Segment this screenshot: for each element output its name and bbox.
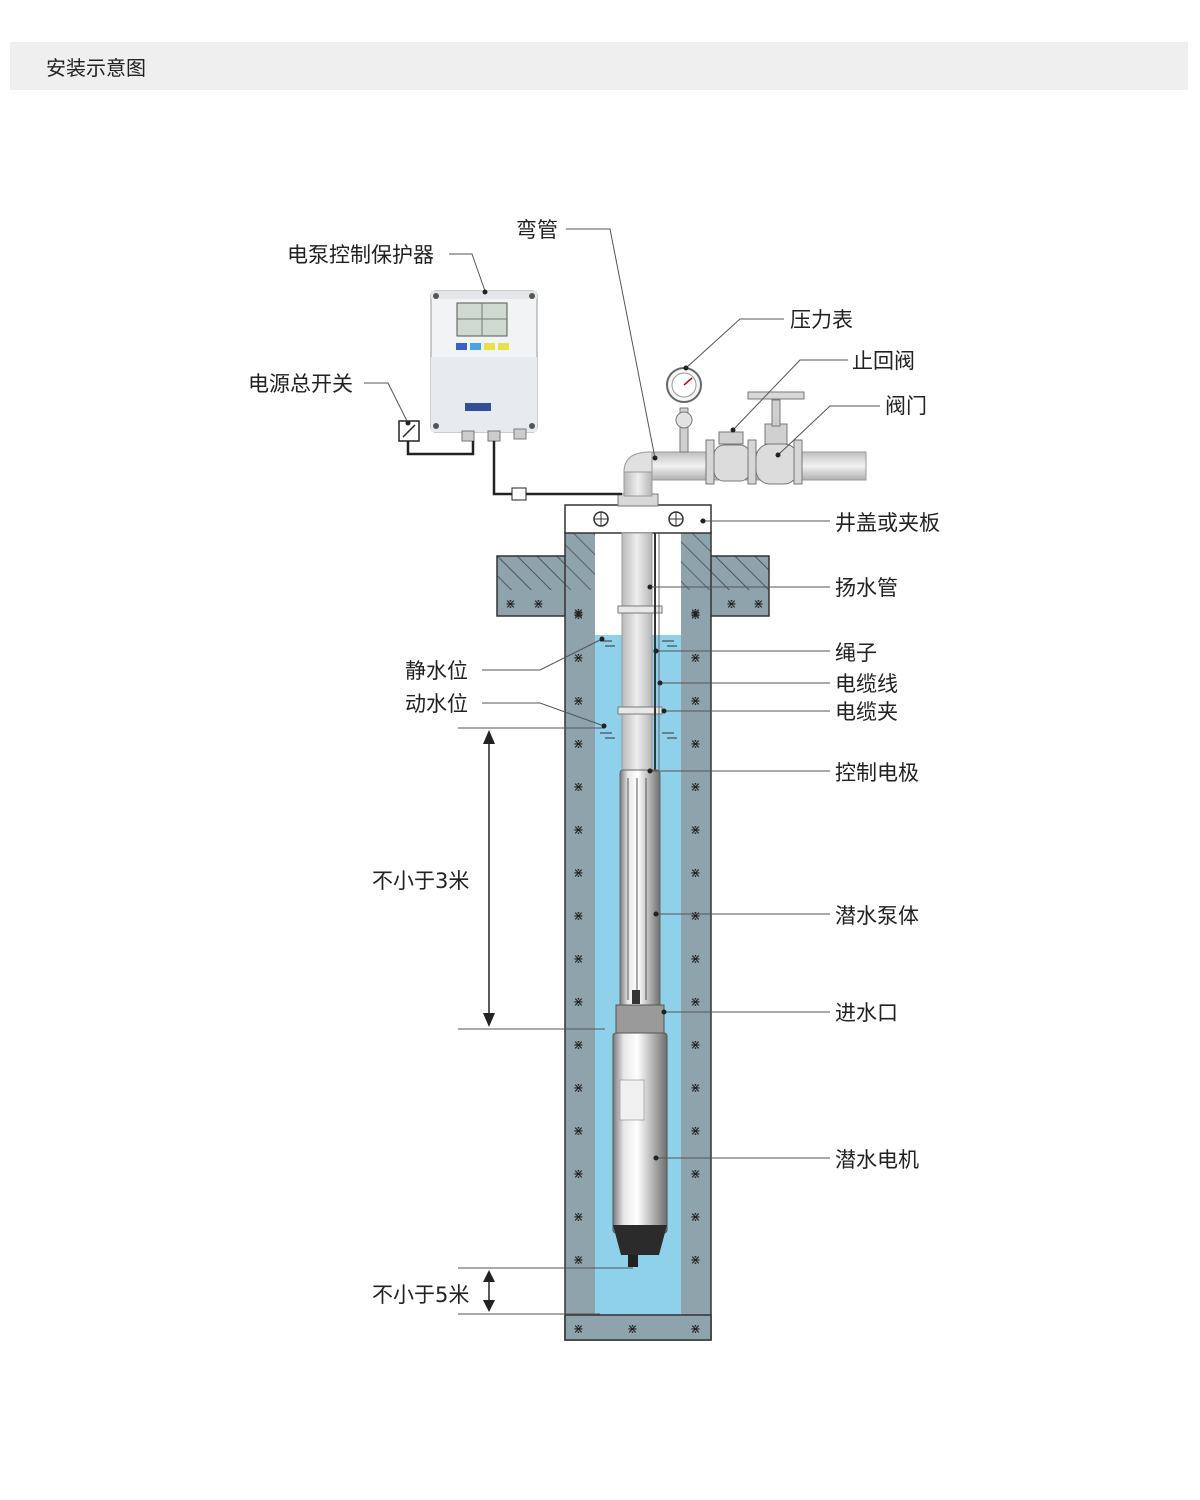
hatch-mark: ⋇ [690, 737, 701, 752]
hatch-mark: ⋇ [573, 780, 584, 795]
hatch-mark: ⋇ [505, 597, 516, 612]
label-gauge: 压力表 [790, 308, 853, 332]
label-min-depth-5m: 不小于5米 [372, 1283, 469, 1307]
diagram-labels: 弯管 电泵控制保护器 压力表 止回阀 电源总开关 阀门 井盖或夹板 扬水管 绳子… [248, 218, 940, 1307]
hatch-mark: ⋇ [573, 866, 584, 881]
hatch-mark: ⋇ [690, 995, 701, 1010]
concrete-hatch-marks: ⋇⋇⋇⋇⋇⋇⋇⋇⋇⋇⋇⋇⋇⋇⋇⋇⋇⋇⋇⋇⋇⋇⋇⋇⋇⋇⋇⋇⋇⋇⋇⋇⋇⋇⋇⋇⋇⋇⋇⋇… [505, 597, 764, 1337]
hatch-mark: ⋇ [627, 1322, 638, 1337]
section-title: 安装示意图 [46, 56, 146, 80]
hatch-mark: ⋇ [690, 1322, 701, 1337]
hatch-mark: ⋇ [690, 866, 701, 881]
cable-connector [511, 487, 527, 501]
hatch-mark: ⋇ [690, 651, 701, 666]
hatch-mark: ⋇ [690, 909, 701, 924]
hatch-mark: ⋇ [690, 952, 701, 967]
hatch-mark: ⋇ [726, 597, 737, 612]
hatch-mark: ⋇ [690, 694, 701, 709]
hatch-mark: ⋇ [573, 694, 584, 709]
pump-controller-box [430, 290, 538, 442]
hatch-mark: ⋇ [573, 606, 584, 621]
hatch-mark: ⋇ [690, 1210, 701, 1225]
label-motor: 潜水电机 [835, 1148, 919, 1172]
hatch-mark: ⋇ [690, 1253, 701, 1268]
water-ripples [600, 640, 677, 739]
hatch-mark: ⋇ [690, 1167, 701, 1182]
label-controller: 电泵控制保护器 [287, 243, 434, 267]
hatch-mark: ⋇ [533, 597, 544, 612]
label-control-electrode: 控制电极 [835, 761, 919, 785]
hatch-mark: ⋇ [753, 597, 764, 612]
hatch-mark: ⋇ [573, 909, 584, 924]
hatch-mark: ⋇ [573, 737, 584, 752]
well-cover-plate [564, 504, 712, 534]
discharge-piping [617, 367, 867, 507]
hatch-mark: ⋇ [573, 952, 584, 967]
leader-lines [364, 228, 880, 1315]
label-cable-clamp: 电缆夹 [835, 700, 898, 724]
label-well-cover: 井盖或夹板 [835, 511, 940, 535]
submersible-pump [612, 769, 668, 1267]
label-power-switch: 电源总开关 [248, 372, 353, 396]
hatch-mark: ⋇ [573, 1253, 584, 1268]
hatch-mark: ⋇ [573, 1081, 584, 1096]
hatch-mark: ⋇ [573, 608, 584, 623]
label-static-level: 静水位 [405, 659, 468, 683]
label-water-inlet: 进水口 [835, 1001, 898, 1025]
hatch-mark: ⋇ [573, 651, 584, 666]
dimension-arrows [483, 730, 495, 1312]
label-pump-body: 潜水泵体 [835, 904, 919, 928]
label-dynamic-level: 动水位 [405, 692, 468, 716]
power-wiring [406, 441, 622, 496]
hatch-mark: ⋇ [690, 823, 701, 838]
leader-dots [405, 289, 781, 1161]
label-cable: 电缆线 [835, 672, 898, 696]
hatch-mark: ⋇ [690, 1081, 701, 1096]
hatch-mark: ⋇ [573, 1210, 584, 1225]
label-elbow: 弯管 [516, 218, 558, 242]
section-header: 安装示意图 [10, 42, 1188, 90]
hatch-mark: ⋇ [573, 1124, 584, 1139]
label-rope: 绳子 [835, 641, 877, 665]
hatch-mark: ⋇ [573, 995, 584, 1010]
hatch-mark: ⋇ [573, 1322, 584, 1337]
label-check-valve: 止回阀 [852, 349, 915, 373]
hatch-mark: ⋇ [690, 1038, 701, 1053]
hatch-mark: ⋇ [573, 1038, 584, 1053]
hatch-mark: ⋇ [690, 780, 701, 795]
label-min-depth-3m: 不小于3米 [372, 869, 469, 893]
hatch-mark: ⋇ [573, 823, 584, 838]
hatch-mark: ⋇ [690, 608, 701, 623]
hatch-mark: ⋇ [573, 1167, 584, 1182]
hatch-mark: ⋇ [690, 606, 701, 621]
riser-pipe [617, 532, 663, 1010]
label-riser-pipe: 扬水管 [835, 576, 898, 600]
hatch-mark: ⋇ [690, 1124, 701, 1139]
label-gate-valve: 阀门 [885, 394, 927, 418]
